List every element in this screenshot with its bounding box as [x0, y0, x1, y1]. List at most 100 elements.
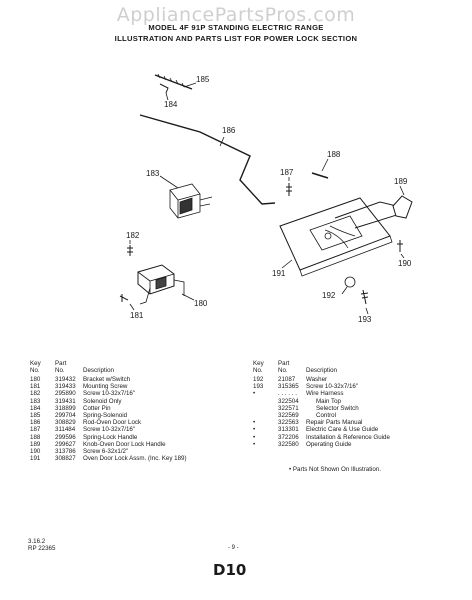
leader-181: [129, 303, 135, 311]
callout-189: 189: [394, 177, 408, 186]
screw-182-part: [127, 245, 133, 256]
callout-187: 187: [280, 168, 294, 177]
key-cell: 180: [30, 376, 41, 383]
part-cell: 308827: [55, 455, 76, 463]
part-cell: 318899: [55, 404, 76, 412]
description-cell: Knob-Oven Door Lock Handle: [83, 440, 166, 448]
title-line-1: MODEL 4F 91P STANDING ELECTRIC RANGE: [148, 23, 324, 32]
key-cell: 188: [30, 433, 41, 441]
table-row: 185 299704 Spring-Solenoid: [30, 412, 243, 419]
key-cell: [253, 405, 278, 412]
description-cell: Solenoid Only: [83, 397, 122, 405]
table-row: • . . . . . . Wire Harness: [253, 390, 436, 397]
key-cell: 189: [30, 440, 41, 448]
callout-183: 183: [146, 169, 160, 178]
key-cell: 192: [253, 376, 264, 383]
part-cell: 311484: [55, 426, 76, 434]
footer-left: 3.16.2 RP 22365: [28, 538, 55, 553]
callout-186: 186: [222, 126, 236, 135]
part-cell: . . . . . .: [278, 390, 297, 398]
part-cell: 322571: [278, 404, 299, 412]
screw-190-part: [397, 240, 403, 252]
description-cell: Screw 6-32x1/2": [83, 448, 129, 456]
title-line-2: ILLUSTRATION AND PARTS LIST FOR POWER LO…: [114, 34, 358, 43]
part-cell: 322563: [278, 419, 299, 427]
bracket-switch-part: [137, 264, 185, 305]
callout-190: 190: [398, 259, 412, 268]
lock-knob-part: [392, 195, 413, 219]
spring-solenoid-part: [154, 73, 193, 90]
description-cell: Cotter Pin: [83, 404, 111, 412]
description-cell: Bracket w/Switch: [83, 376, 131, 383]
callout-193: 193: [358, 315, 372, 324]
page-number: - 9 -: [228, 545, 239, 551]
description-cell: Spring-Lock Handle: [83, 433, 138, 441]
description-cell: Screw 10-32x7/16": [83, 390, 136, 398]
leader-184: [165, 92, 169, 101]
table-row: 180 319432 Bracket w/Switch: [30, 376, 243, 383]
parts-list-left: Key No. Part No. Description 180 319432 Br…: [30, 358, 243, 463]
part-cell: 313786: [55, 448, 76, 456]
part-no-header: Part No.: [278, 359, 290, 374]
key-cell: •: [253, 433, 256, 441]
part-cell: 21087: [278, 376, 296, 383]
lock-rod-part: [139, 114, 276, 205]
solenoid-part: [169, 183, 213, 219]
key-cell: •: [253, 390, 256, 398]
part-cell: 319432: [55, 376, 76, 383]
part-cell: 299704: [55, 412, 76, 420]
leader-189: [399, 185, 405, 196]
leader-192: [341, 286, 348, 295]
key-cell: 187: [30, 426, 41, 434]
screw-193-part: [360, 289, 369, 305]
description-cell: Rod-Oven Door Lock: [83, 419, 142, 427]
table-row: 188 299596 Spring-Lock Handle: [30, 434, 243, 441]
leader-180: [181, 293, 195, 301]
description-cell: Spring-Solenoid: [83, 412, 128, 420]
callout-181: 181: [130, 311, 144, 320]
description-cell: Wire Harness: [306, 390, 344, 398]
part-cell: 372206: [278, 433, 299, 441]
section-code: D10: [213, 561, 247, 579]
washer-part: [344, 276, 356, 288]
leader-186: [219, 136, 225, 147]
part-cell: 319431: [55, 397, 76, 405]
callout-188: 188: [327, 150, 341, 159]
spring-lock-handle-part: [311, 172, 329, 179]
description-cell: Oven Door Lock Assm. (Inc. Key 189): [83, 455, 187, 463]
part-cell: 315365: [278, 383, 299, 391]
table-header: Key No. Part No. Description: [30, 358, 243, 374]
description-header: Description: [83, 366, 114, 374]
table-header: Key No. Part No. Description: [253, 358, 436, 374]
not-shown-note: • Parts Not Shown On Illustration.: [289, 466, 381, 473]
part-cell: 308829: [55, 419, 76, 427]
key-cell: 182: [30, 390, 41, 398]
part-cell: 299596: [55, 433, 76, 441]
part-no-header: Part No.: [55, 359, 67, 374]
footer-code: RP 22365: [28, 545, 56, 553]
part-cell: 322504: [278, 397, 299, 405]
footer-date: 3.16.2: [28, 538, 46, 545]
callout-191: 191: [272, 269, 286, 278]
key-no-header: Key No.: [30, 359, 41, 374]
key-cell: 185: [30, 412, 41, 420]
leader-193: [365, 307, 369, 315]
callout-184: 184: [164, 100, 178, 109]
description-cell: Screw 10-32x7/16": [306, 383, 359, 391]
screw-187-part: [286, 183, 292, 196]
key-cell: •: [253, 426, 256, 434]
